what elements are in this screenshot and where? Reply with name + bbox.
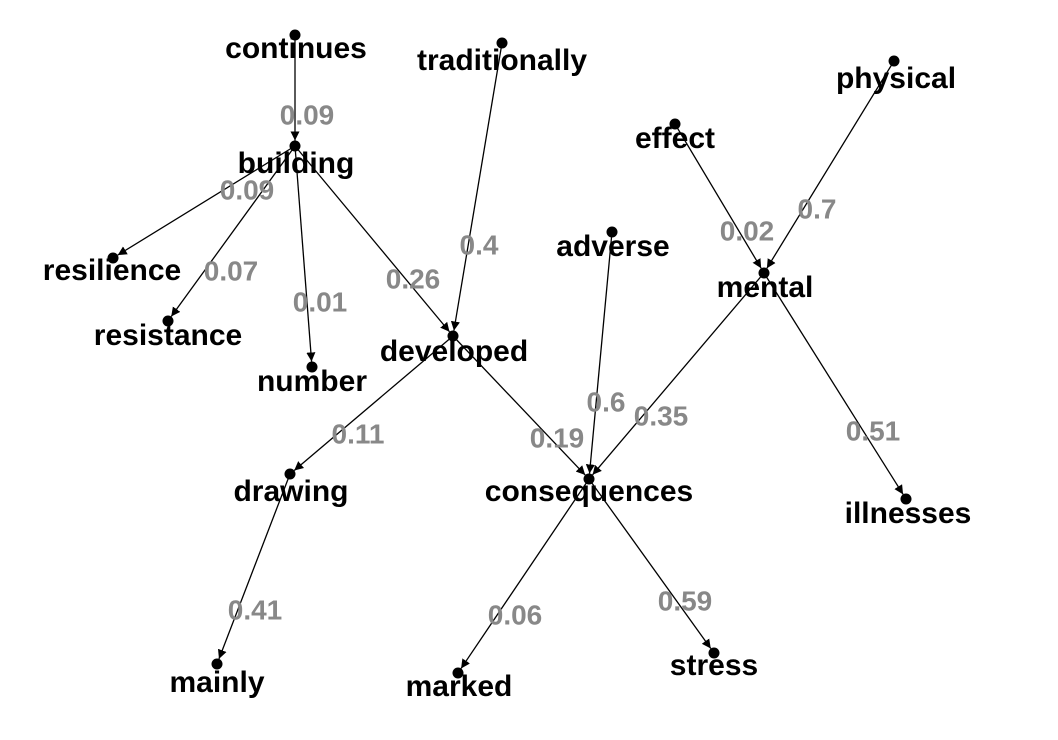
edge-weight-traditionally-to-developed: 0.4 xyxy=(460,229,499,260)
node-adverse: adverse xyxy=(556,226,670,263)
node-mental: mental xyxy=(717,267,814,304)
edge-weight-building-to-number: 0.01 xyxy=(293,286,348,317)
edge-traditionally-to-developed xyxy=(450,42,503,331)
node-dot-mainly xyxy=(211,658,223,670)
node-dot-continues xyxy=(289,29,301,41)
node-label-consequences: consequences xyxy=(485,475,693,508)
node-building: building xyxy=(238,140,355,180)
node-number: number xyxy=(257,361,367,398)
edge-building-to-resistance xyxy=(170,145,296,317)
edge-weight-developed-to-drawing: 0.11 xyxy=(332,418,385,449)
node-dot-resilience xyxy=(107,252,119,264)
node-traditionally: traditionally xyxy=(417,37,587,77)
node-dot-traditionally xyxy=(496,37,508,49)
edge-weight-consequences-to-marked: 0.06 xyxy=(488,599,543,630)
node-stress: stress xyxy=(670,647,758,682)
node-dot-drawing xyxy=(284,468,296,480)
node-label-mainly: mainly xyxy=(169,666,264,699)
edge-mental-to-consequences xyxy=(592,272,765,476)
node-label-physical: physical xyxy=(836,62,956,95)
edge-weight-continues-to-building: 0.09 xyxy=(280,99,335,130)
edge-weight-drawing-to-mainly: 0.41 xyxy=(228,594,283,625)
node-dot-stress xyxy=(708,647,720,659)
edge-weight-building-to-resilience: 0.09 xyxy=(220,174,275,205)
edge-developed-to-drawing xyxy=(293,335,454,471)
node-dot-consequences xyxy=(583,473,595,485)
node-label-number: number xyxy=(257,365,367,398)
node-label-traditionally: traditionally xyxy=(417,44,587,77)
edge-weight-developed-to-consequences: 0.19 xyxy=(530,422,585,453)
edge-weight-building-to-resistance: 0.07 xyxy=(204,255,259,286)
edge-weight-building-to-developed: 0.26 xyxy=(386,263,441,294)
node-dot-developed xyxy=(447,330,459,342)
edge-effect-to-mental xyxy=(674,123,762,269)
edge-mental-to-illnesses xyxy=(763,272,904,495)
node-label-developed: developed xyxy=(380,335,528,368)
node-dot-mental xyxy=(758,267,770,279)
node-continues: continues xyxy=(225,29,367,65)
node-dot-illnesses xyxy=(900,493,912,505)
node-label-drawing: drawing xyxy=(233,475,348,508)
edge-developed-to-consequences xyxy=(452,335,586,476)
node-label-marked: marked xyxy=(406,670,513,703)
node-effect: effect xyxy=(635,118,715,155)
edge-consequences-to-stress xyxy=(588,478,712,649)
node-layer: continues traditionally physical building ef… xyxy=(43,29,972,703)
edge-weight-effect-to-mental: 0.02 xyxy=(720,215,775,246)
node-label-building: building xyxy=(238,147,355,180)
node-dot-building xyxy=(289,140,301,152)
node-dot-marked xyxy=(452,667,464,679)
edge-label-layer: 0.09 0.09 0.07 0.01 0.26 0.4 0.02 0.7 0.6 0.35 0.5… xyxy=(204,99,901,630)
node-developed: developed xyxy=(380,330,528,368)
node-label-adverse: adverse xyxy=(556,230,669,263)
node-physical: physical xyxy=(836,55,956,95)
edge-weight-physical-to-mental: 0.7 xyxy=(798,193,837,224)
node-label-mental: mental xyxy=(717,271,814,304)
node-dot-physical xyxy=(888,55,900,67)
edge-weight-consequences-to-stress: 0.59 xyxy=(658,585,713,616)
edge-weight-mental-to-consequences: 0.35 xyxy=(634,400,689,431)
edge-layer xyxy=(117,35,904,669)
edge-building-to-number xyxy=(294,145,316,362)
node-resilience: resilience xyxy=(43,252,181,287)
node-label-continues: continues xyxy=(225,32,367,65)
node-drawing: drawing xyxy=(233,468,349,508)
edge-building-to-resilience xyxy=(117,145,296,256)
node-marked: marked xyxy=(406,667,513,703)
node-resistance: resistance xyxy=(94,315,242,352)
node-label-illnesses: illnesses xyxy=(845,497,972,530)
node-dot-adverse xyxy=(606,226,618,238)
edge-drawing-to-mainly xyxy=(217,473,291,660)
node-label-resistance: resistance xyxy=(94,319,242,352)
node-dot-effect xyxy=(669,118,681,130)
node-dot-number xyxy=(306,361,318,373)
node-label-stress: stress xyxy=(670,649,758,682)
node-mainly: mainly xyxy=(169,658,265,699)
node-consequences: consequences xyxy=(485,473,693,508)
node-illnesses: illnesses xyxy=(845,493,972,530)
edge-adverse-to-consequences xyxy=(585,231,613,474)
edge-weight-mental-to-illnesses: 0.51 xyxy=(846,415,901,446)
edge-building-to-developed xyxy=(294,145,450,333)
node-label-resilience: resilience xyxy=(43,254,181,287)
edge-physical-to-mental xyxy=(766,60,895,269)
node-label-effect: effect xyxy=(635,122,715,155)
edge-weight-adverse-to-consequences: 0.6 xyxy=(587,386,626,417)
node-dot-resistance xyxy=(162,315,174,327)
edge-consequences-to-marked xyxy=(460,478,590,669)
